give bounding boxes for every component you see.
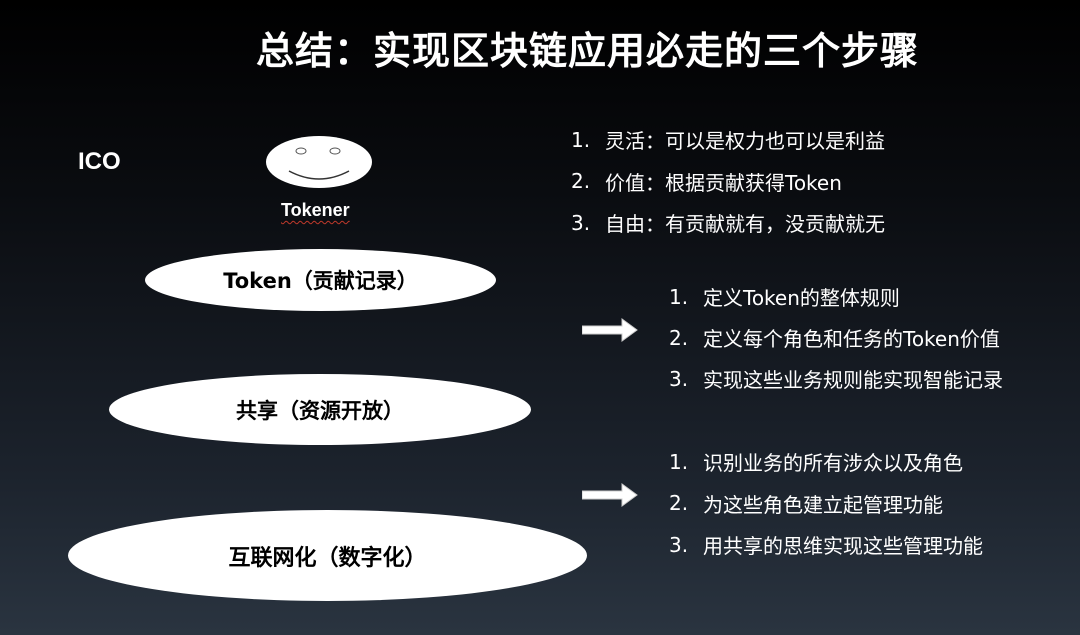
list-item-text: 为这些角色建立起管理功能 bbox=[703, 492, 943, 517]
list-item: 2. 定义每个角色和任务的Token价值 bbox=[669, 317, 1003, 358]
right-arrow-icon bbox=[582, 483, 638, 507]
list-item-number: 2. bbox=[571, 169, 591, 194]
list-item-number: 1. bbox=[669, 284, 689, 309]
token-ellipse-label: Token（贡献记录） bbox=[223, 269, 418, 293]
list-item: 3. 自由：有贡献就有，没贡献就无 bbox=[571, 202, 885, 244]
list-item-number: 2. bbox=[669, 325, 689, 350]
list-item: 1. 灵活：可以是权力也可以是利益 bbox=[571, 119, 885, 161]
list-item-text: 定义Token的整体规则 bbox=[703, 286, 900, 310]
token-ellipse: Token（贡献记录） bbox=[145, 249, 496, 311]
internet-ellipse-label: 互联网化（数字化） bbox=[228, 545, 427, 571]
list-item: 1. 识别业务的所有涉众以及角色 bbox=[669, 441, 983, 483]
list-item: 3. 用共享的思维实现这些管理功能 bbox=[669, 524, 983, 566]
list-item-number: 3. bbox=[669, 366, 689, 391]
sharing-ellipse: 共享（资源开放） bbox=[109, 374, 531, 445]
list-item-text: 实现这些业务规则能实现智能记录 bbox=[703, 368, 1003, 392]
list-item-text: 价值：根据贡献获得Token bbox=[605, 170, 842, 195]
sharing-steps-list: 1. 识别业务的所有涉众以及角色 2. 为这些角色建立起管理功能 3. 用共享的… bbox=[669, 441, 983, 566]
token-steps-list: 1. 定义Token的整体规则 2. 定义每个角色和任务的Token价值 3. … bbox=[669, 276, 1003, 399]
list-item: 2. 价值：根据贡献获得Token bbox=[571, 161, 885, 203]
sharing-ellipse-label: 共享（资源开放） bbox=[236, 398, 404, 423]
list-item: 1. 定义Token的整体规则 bbox=[669, 276, 1003, 317]
list-item-number: 3. bbox=[669, 532, 689, 557]
list-item-number: 1. bbox=[669, 449, 689, 474]
ico-label: ICO bbox=[78, 148, 121, 175]
ico-features-list: 1. 灵活：可以是权力也可以是利益 2. 价值：根据贡献获得Token 3. 自… bbox=[571, 119, 885, 244]
internet-ellipse: 互联网化（数字化） bbox=[68, 510, 587, 601]
right-arrow-icon bbox=[582, 318, 638, 342]
list-item-text: 灵活：可以是权力也可以是利益 bbox=[605, 129, 885, 154]
tokener-label: Tokener bbox=[281, 200, 350, 220]
list-item-number: 1. bbox=[571, 127, 591, 152]
list-item-text: 用共享的思维实现这些管理功能 bbox=[703, 534, 983, 559]
list-item-text: 识别业务的所有涉众以及角色 bbox=[703, 451, 963, 476]
list-item: 2. 为这些角色建立起管理功能 bbox=[669, 483, 983, 525]
slide-title: 总结：实现区块链应用必走的三个步骤 bbox=[255, 29, 919, 73]
list-item-text: 自由：有贡献就有，没贡献就无 bbox=[605, 212, 885, 237]
list-item-number: 3. bbox=[571, 210, 591, 235]
list-item-text: 定义每个角色和任务的Token价值 bbox=[703, 327, 1000, 351]
list-item: 3. 实现这些业务规则能实现智能记录 bbox=[669, 358, 1003, 399]
smiley-face-icon bbox=[266, 136, 372, 188]
list-item-number: 2. bbox=[669, 491, 689, 516]
